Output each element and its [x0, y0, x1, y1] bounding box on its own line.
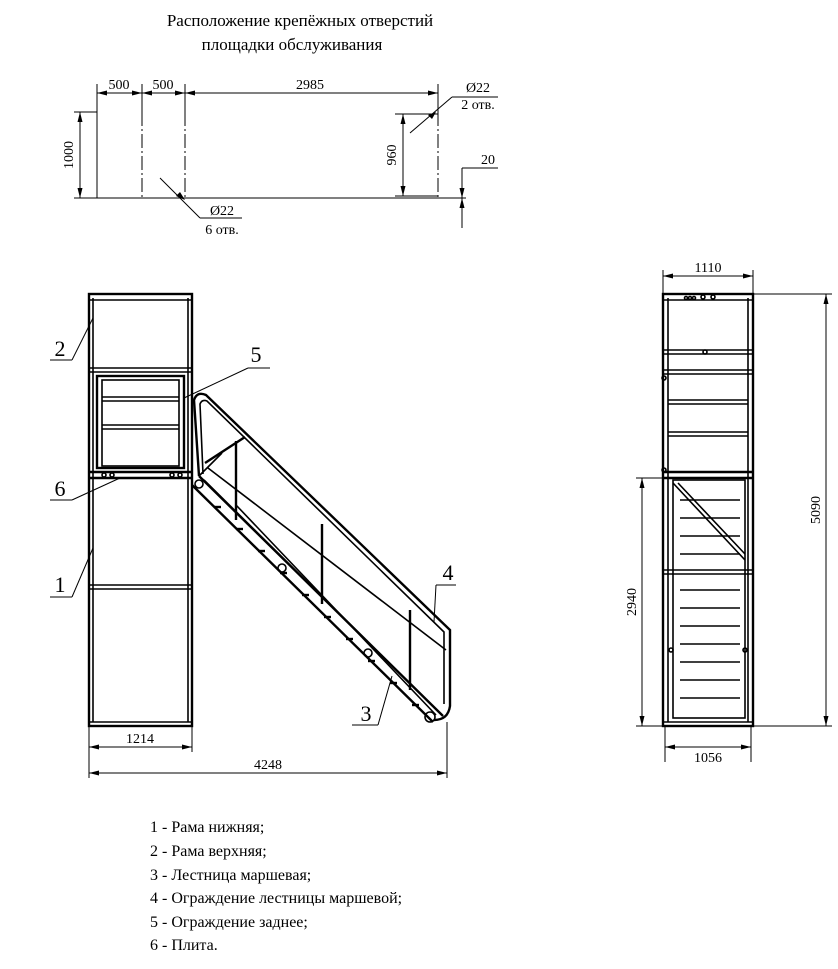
- hole-bottom-count: 6 отв.: [205, 223, 239, 238]
- dim-1110: 1110: [695, 261, 722, 276]
- side-view: 1110 1056 5090 2940: [625, 261, 832, 766]
- legend-item: 3 - Лестница маршевая;: [150, 867, 311, 884]
- hole-top-count: 2 отв.: [461, 98, 495, 113]
- hole-top-diameter: Ø22: [466, 81, 490, 96]
- legend-item: 6 - Плита.: [150, 937, 218, 954]
- dim-2985: 2985: [296, 78, 324, 93]
- dim-5090: 5090: [809, 496, 824, 524]
- dim-1056: 1056: [694, 751, 722, 766]
- legend-item: 2 - Рама верхняя;: [150, 843, 267, 860]
- dim-1000: 1000: [62, 141, 77, 169]
- callout-5: 5: [251, 342, 262, 367]
- dim-960: 960: [385, 145, 400, 166]
- callout-6: 6: [55, 476, 66, 501]
- legend-item: 5 - Ограждение заднее;: [150, 914, 308, 931]
- dim-500-left: 500: [109, 78, 130, 93]
- drawing-title-line-1: Расположение крепёжных отверстий: [167, 11, 433, 30]
- parts-legend: 1 - Рама нижняя; 2 - Рама верхняя; 3 - Л…: [150, 819, 402, 954]
- drawing-title-line-2: площадки обслуживания: [202, 35, 383, 54]
- callout-2: 2: [55, 336, 66, 361]
- dim-20: 20: [481, 153, 495, 168]
- callout-1: 1: [55, 572, 66, 597]
- dim-4248: 4248: [254, 758, 282, 773]
- callout-4: 4: [443, 560, 454, 585]
- callout-3: 3: [361, 701, 372, 726]
- legend-item: 4 - Ограждение лестницы маршевой;: [150, 890, 402, 907]
- dim-500-right: 500: [153, 78, 174, 93]
- hole-plan-view: 500 500 2985 1000 960 20 Ø22 2 отв.: [62, 78, 498, 238]
- dim-1214: 1214: [126, 732, 154, 747]
- hole-bottom-diameter: Ø22: [210, 204, 234, 219]
- dim-2940: 2940: [625, 588, 640, 616]
- legend-item: 1 - Рама нижняя;: [150, 819, 264, 836]
- front-view: 2 5 6 1 4 3 1214 4248: [50, 292, 456, 778]
